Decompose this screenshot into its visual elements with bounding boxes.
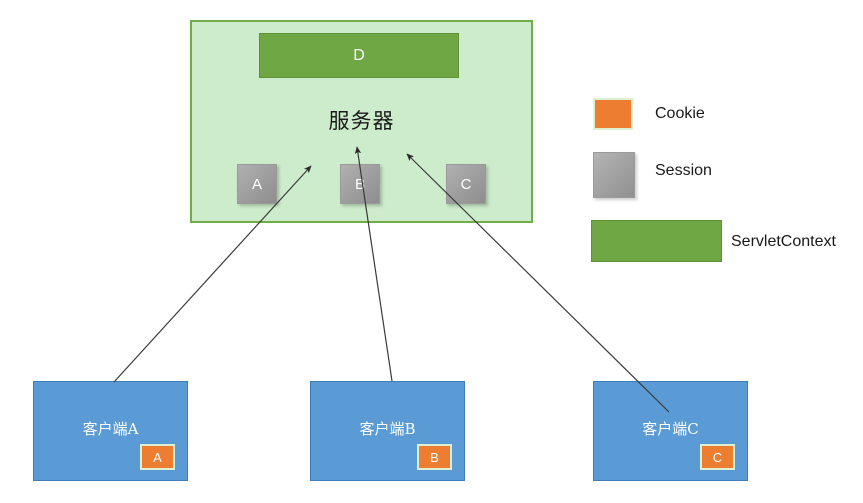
session-box-a-label: A [251, 175, 262, 193]
client-a-cookie-badge: A [140, 444, 175, 470]
legend-cookie-swatch [593, 98, 633, 130]
legend-session-label: Session [655, 162, 712, 179]
server-title: 服务器 [328, 109, 395, 133]
client-c-cookie-badge: C [700, 444, 735, 470]
session-box-b-label: B [354, 175, 365, 193]
client-b-cookie-label: B [430, 449, 439, 465]
client-c-cookie-label: C [712, 449, 723, 465]
legend-servletcontext-label: ServletContext [731, 233, 836, 250]
session-box-c-label: C [460, 175, 472, 193]
legend-servletcontext-swatch [591, 220, 722, 262]
legend-cookie-label: Cookie [655, 105, 705, 122]
client-box-c-label: 客户端C [642, 420, 699, 438]
session-box-c: C [446, 164, 486, 204]
session-box-b: B [340, 164, 380, 204]
session-box-a: A [237, 164, 277, 204]
client-box-a-label: 客户端A [82, 420, 139, 438]
client-box-a: 客户端A A [33, 381, 188, 481]
client-box-c: 客户端C C [593, 381, 748, 481]
client-b-cookie-badge: B [417, 444, 452, 470]
servletcontext-block-label: D [353, 46, 365, 64]
servletcontext-block: D [259, 33, 459, 78]
legend-session-swatch [593, 152, 635, 198]
client-box-b-label: 客户端B [359, 420, 416, 438]
client-a-cookie-label: A [153, 449, 162, 465]
client-box-b: 客户端B B [310, 381, 465, 481]
